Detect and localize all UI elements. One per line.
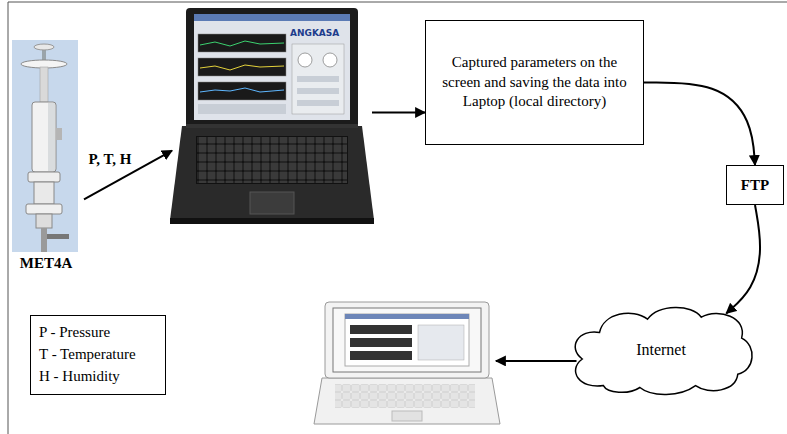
process-text: Captured parameters on the screen and sa… xyxy=(436,53,633,112)
met4a-sensor-photo xyxy=(56,128,62,140)
process-box: Captured parameters on the screen and sa… xyxy=(425,20,644,145)
ftp-box: FTP xyxy=(726,165,784,205)
netbook-photo xyxy=(350,351,412,360)
laptop-photo xyxy=(250,192,294,214)
laptop-photo xyxy=(200,88,284,92)
met4a-sensor-photo xyxy=(28,172,60,182)
cloud-text: Internet xyxy=(636,341,686,359)
met4a-sensor-photo xyxy=(47,234,69,239)
met4a-sensor-photo xyxy=(12,40,78,252)
key-box: P - PressureT - TemperatureH - Humidity xyxy=(30,315,166,395)
screen-logo: ANGKASA xyxy=(290,28,339,38)
netbook-photo xyxy=(350,325,412,334)
laptop-photo xyxy=(186,124,358,128)
netbook-photo xyxy=(333,308,481,372)
laptop-photo xyxy=(298,53,312,67)
netbook-photo xyxy=(325,302,489,378)
laptop-photo xyxy=(186,8,358,128)
laptop-photo xyxy=(197,137,347,183)
laptop-photo xyxy=(170,126,374,220)
signal-label: P, T, H xyxy=(86,151,133,168)
client-laptop xyxy=(312,300,496,427)
frame-line xyxy=(8,2,787,434)
netbook-photo xyxy=(345,314,469,319)
met4a-sensor-photo xyxy=(41,228,47,252)
met4a-sensor-photo xyxy=(34,44,54,50)
laptop-photo xyxy=(198,34,286,52)
laptop-photo xyxy=(297,76,339,82)
netbook-photo xyxy=(314,302,500,424)
netbook-photo xyxy=(345,314,469,366)
ftp-text: FTP xyxy=(741,177,769,194)
laptop-photo xyxy=(170,218,374,224)
laptop-photo xyxy=(297,88,339,94)
met4a-sensor-photo xyxy=(36,214,52,228)
laptop-photo xyxy=(200,41,284,46)
frame-line xyxy=(8,2,9,434)
data-arrow xyxy=(644,83,755,166)
key-entry: T - Temperature xyxy=(39,344,136,366)
internet-cloud: Internet xyxy=(565,302,757,397)
sensor-name: MET4A xyxy=(20,255,73,272)
laptop-photo xyxy=(194,14,350,120)
laptop-photo xyxy=(198,104,286,114)
netbook-photo xyxy=(350,338,412,347)
netbook-photo xyxy=(392,411,422,421)
met4a-sensor-photo xyxy=(12,40,78,252)
frame-line xyxy=(8,2,787,3)
signal-label-holder: P, T, H xyxy=(86,151,133,168)
laptop-photo xyxy=(292,44,344,114)
key-entry: P - Pressure xyxy=(39,322,110,344)
laptop-photo xyxy=(196,136,348,184)
data-arrow xyxy=(726,205,760,313)
laptop-node: ANGKASA xyxy=(172,8,372,224)
laptop-photo xyxy=(297,100,339,106)
sensor-node: MET4A xyxy=(8,38,84,272)
laptop-photo xyxy=(200,65,284,70)
met4a-sensor-photo xyxy=(40,67,48,102)
data-arrow xyxy=(372,112,425,114)
laptop-photo xyxy=(198,58,286,76)
laptop-photo xyxy=(198,82,286,100)
cloud-outline xyxy=(575,307,752,394)
met4a-sensor-photo xyxy=(48,103,55,171)
laptop-photo xyxy=(323,53,337,67)
key-entry: H - Humidity xyxy=(39,366,120,388)
netbook-photo xyxy=(335,384,475,408)
laptop-photo xyxy=(194,14,350,21)
met4a-sensor-photo xyxy=(26,204,62,214)
netbook-photo xyxy=(314,378,500,424)
met4a-sensor-photo xyxy=(34,182,54,204)
data-arrow xyxy=(84,151,172,200)
met4a-sensor-photo xyxy=(32,102,56,172)
data-arrow xyxy=(496,360,577,362)
laptop-photo xyxy=(170,8,374,224)
netbook-photo xyxy=(418,325,464,360)
